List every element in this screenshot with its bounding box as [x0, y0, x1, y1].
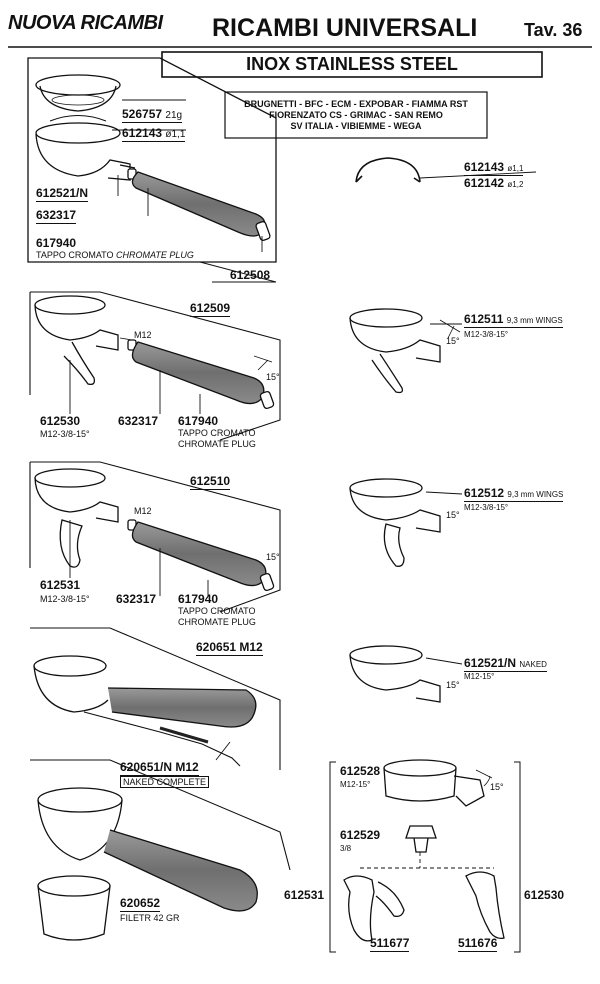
thread-label: M12 — [134, 506, 152, 516]
part-label: 612531 — [40, 578, 81, 592]
exploded-fitting-drawing — [405, 825, 437, 853]
exploded-body-drawing — [383, 759, 457, 777]
bracket-right — [514, 761, 521, 953]
set5-handle-drawing — [103, 829, 258, 912]
part-label: 617940 — [178, 592, 219, 606]
part-label: 617940 — [36, 236, 77, 250]
part-label: 632317 — [118, 414, 159, 428]
set4-handle-drawing — [107, 687, 257, 728]
set5-basket-drawing — [37, 787, 123, 813]
part-note: M12-3/8-15° — [40, 429, 90, 439]
angle-label: 15° — [446, 336, 460, 346]
handle-drawing — [131, 171, 266, 237]
part-label: 632317 — [36, 208, 77, 224]
set2-spout-drawing — [63, 341, 96, 386]
plug-caption: TAPPO CROMATO CHROMATE PLUG — [36, 250, 194, 260]
set2-outline — [29, 291, 281, 441]
box1-outline — [27, 57, 277, 263]
thread-label: M12 — [134, 330, 152, 340]
page-subtitle: INOX STAINLESS STEEL — [246, 54, 458, 74]
brands-list: BRUGNETTI - BFC - ECM - EXPOBAR - FIAMMA… — [225, 99, 487, 132]
part-label: 511676 — [458, 936, 498, 952]
assembly-code: 612510 — [190, 474, 231, 490]
page-title: RICAMBI UNIVERSALI — [212, 14, 478, 42]
angle-label: 15° — [446, 510, 460, 520]
part-label: 526757 21g — [122, 107, 183, 123]
part-label: 612531 — [284, 888, 325, 902]
spout-right-drawing — [465, 871, 505, 940]
part-label: 620652 — [120, 896, 161, 912]
filter-basket-drawing — [35, 74, 121, 96]
part-label: 612528 — [340, 764, 381, 778]
angle-label: 15° — [266, 552, 280, 562]
set5-outline — [30, 759, 291, 871]
clip-drawing — [355, 157, 421, 183]
part-label: 612143 ø1,1 — [122, 126, 186, 142]
brands-line: BRUGNETTI - BFC - ECM - EXPOBAR - FIAMMA… — [244, 99, 468, 109]
part-caption: FILETR 42 GR — [120, 913, 180, 923]
part-note: M12-3/8-15° — [464, 330, 509, 339]
brands-line: SV ITALIA - VIBIEMME - WEGA — [290, 121, 422, 131]
brand-logo: NUOVA RICAMBI — [8, 12, 163, 34]
angle-label: 15° — [446, 680, 460, 690]
part-caption: NAKED COMPLETE — [120, 776, 210, 788]
set3-spout-drawing — [59, 519, 83, 568]
angle-label: 15° — [490, 782, 504, 792]
set4-outline — [30, 627, 281, 770]
set5-filter-drawing — [37, 875, 111, 897]
part-label: 612521/N — [36, 186, 89, 202]
plug-caption: CHROMATE PLUG — [178, 439, 256, 449]
part-note: M12-15° — [464, 672, 495, 681]
part-label: 620651/N M12 — [120, 760, 199, 776]
plug-drawing — [255, 221, 271, 241]
part-label: 511677 — [370, 936, 410, 952]
assembly-code: 612509 — [190, 301, 231, 317]
spout-left-drawing — [343, 875, 375, 942]
set4-body-drawing — [33, 655, 107, 677]
part-note: M12-3/8-15° — [40, 594, 90, 604]
brands-box — [224, 91, 488, 139]
part-note: M12-3/8-15° — [464, 503, 509, 512]
part-label: 612529 — [340, 828, 381, 842]
part-label: 617940 — [178, 414, 219, 428]
part-label: 612530 — [40, 414, 81, 428]
part-label: 612512 9,3 mm WINGS — [464, 486, 564, 502]
plug-caption: TAPPO CROMATO — [178, 428, 256, 438]
set2-handle-drawing — [131, 341, 265, 405]
brands-line: FIORENZATO CS - GRIMAC - SAN REMO — [269, 110, 443, 120]
plug-caption: CHROMATE PLUG — [178, 617, 256, 627]
assembly-code: 620651 M12 — [196, 640, 263, 656]
assembly-code: 612508 — [230, 268, 271, 282]
part-note: 3/8 — [340, 844, 352, 853]
part-note: M12-15° — [340, 780, 371, 789]
part-label: 612142 ø1,2 — [464, 176, 524, 190]
table-number: Tav. 36 — [524, 20, 583, 40]
part-label: 612511 9,3 mm WINGS — [464, 312, 563, 328]
angle-label: 15° — [266, 372, 280, 382]
bracket-left — [329, 761, 336, 953]
subtitle-box — [161, 51, 543, 78]
plug-caption: TAPPO CROMATO — [178, 606, 256, 616]
part-label: 612143 ø1,1 — [464, 160, 524, 176]
part-label: 612530 — [524, 888, 565, 902]
part-label: 632317 — [116, 592, 157, 606]
set3-outline — [29, 461, 281, 613]
part-label: 612521/N NAKED — [464, 656, 547, 672]
portafilter-body-drawing — [35, 122, 121, 144]
